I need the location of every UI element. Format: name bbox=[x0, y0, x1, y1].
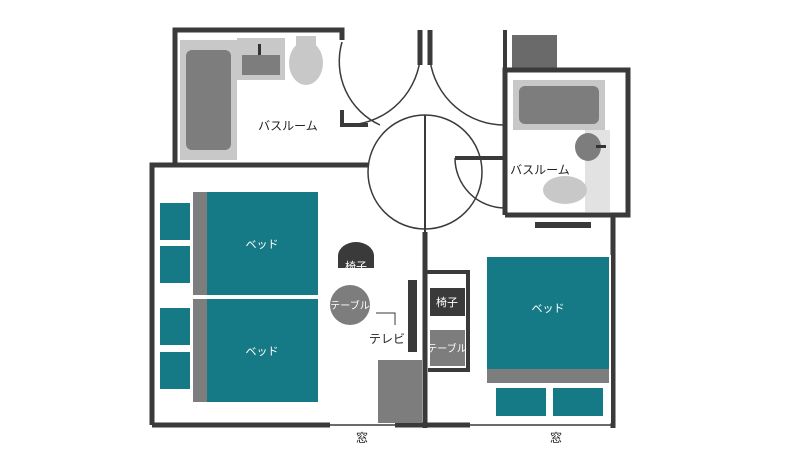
left-chair bbox=[338, 242, 374, 268]
right-tv-icon bbox=[535, 222, 591, 228]
left-bathroom: バスルーム bbox=[172, 27, 381, 165]
tv-label: テレビ bbox=[369, 332, 405, 346]
left-toilet-tank bbox=[296, 36, 316, 46]
right-closet-partition bbox=[425, 270, 470, 372]
left-wardrobe bbox=[378, 360, 422, 423]
right-sink-basin bbox=[575, 133, 601, 161]
left-room-wall-west bbox=[149, 162, 368, 425]
right-table-label: テーブル bbox=[427, 342, 466, 355]
bed-3-pillow-b bbox=[553, 388, 603, 416]
bed-2-label: ベッド bbox=[246, 345, 279, 358]
left-faucet-icon bbox=[258, 44, 261, 55]
right-toilet bbox=[543, 176, 587, 204]
right-room: 椅子 テーブル ベッド 窓 bbox=[425, 215, 616, 445]
left-sink-basin bbox=[242, 55, 280, 75]
corridor bbox=[344, 30, 507, 232]
right-table bbox=[430, 330, 465, 366]
bed-2-pillow-a bbox=[160, 308, 190, 345]
entry-door-swing-right bbox=[429, 59, 506, 126]
tv-icon bbox=[408, 280, 417, 352]
left-table-label: テーブル bbox=[330, 299, 369, 312]
left-bathroom-label: バスルーム bbox=[258, 119, 318, 133]
left-chair-label: 椅子 bbox=[345, 259, 367, 273]
bed-2-headboard bbox=[193, 299, 207, 402]
right-bathroom-door-swing bbox=[454, 157, 506, 209]
left-toilet bbox=[289, 41, 323, 85]
right-chair bbox=[430, 288, 465, 316]
right-bathroom-label: バスルーム bbox=[510, 163, 570, 177]
right-bathroom-wall bbox=[502, 67, 631, 218]
right-bathroom: バスルーム bbox=[454, 35, 631, 218]
right-closet-block bbox=[512, 35, 557, 70]
entry-door-swing-left bbox=[344, 59, 421, 126]
left-bathroom-door-swing bbox=[338, 41, 381, 126]
left-window-label: 窓 bbox=[356, 430, 368, 445]
right-chair-label: 椅子 bbox=[436, 295, 458, 309]
bed-3-label: ベッド bbox=[532, 302, 565, 315]
bed-1-headboard bbox=[193, 192, 207, 295]
bed-1-pillow-a bbox=[160, 203, 190, 240]
left-bathroom-wall bbox=[172, 27, 345, 165]
right-faucet-icon bbox=[596, 145, 606, 148]
bed-1-label: ベッド bbox=[246, 238, 279, 251]
right-window-label: 窓 bbox=[550, 430, 562, 445]
left-table bbox=[330, 285, 370, 325]
bed-3-headboard bbox=[487, 369, 609, 383]
bed-1-mattress bbox=[207, 192, 318, 295]
bed-2-mattress bbox=[207, 299, 318, 402]
left-bathroom-wall-inner bbox=[340, 110, 368, 127]
bed-3-mattress bbox=[487, 257, 609, 369]
tv-leader-line bbox=[376, 312, 396, 325]
left-bathtub-basin bbox=[186, 50, 231, 150]
left-room: ベッド ベッド 椅子 テーブル テレビ 窓 bbox=[149, 162, 428, 445]
bed-3-pillow-a bbox=[496, 388, 546, 416]
bed-1-pillow-b bbox=[160, 246, 190, 283]
right-bathtub-basin bbox=[519, 86, 599, 124]
bed-2-pillow-b bbox=[160, 352, 190, 389]
